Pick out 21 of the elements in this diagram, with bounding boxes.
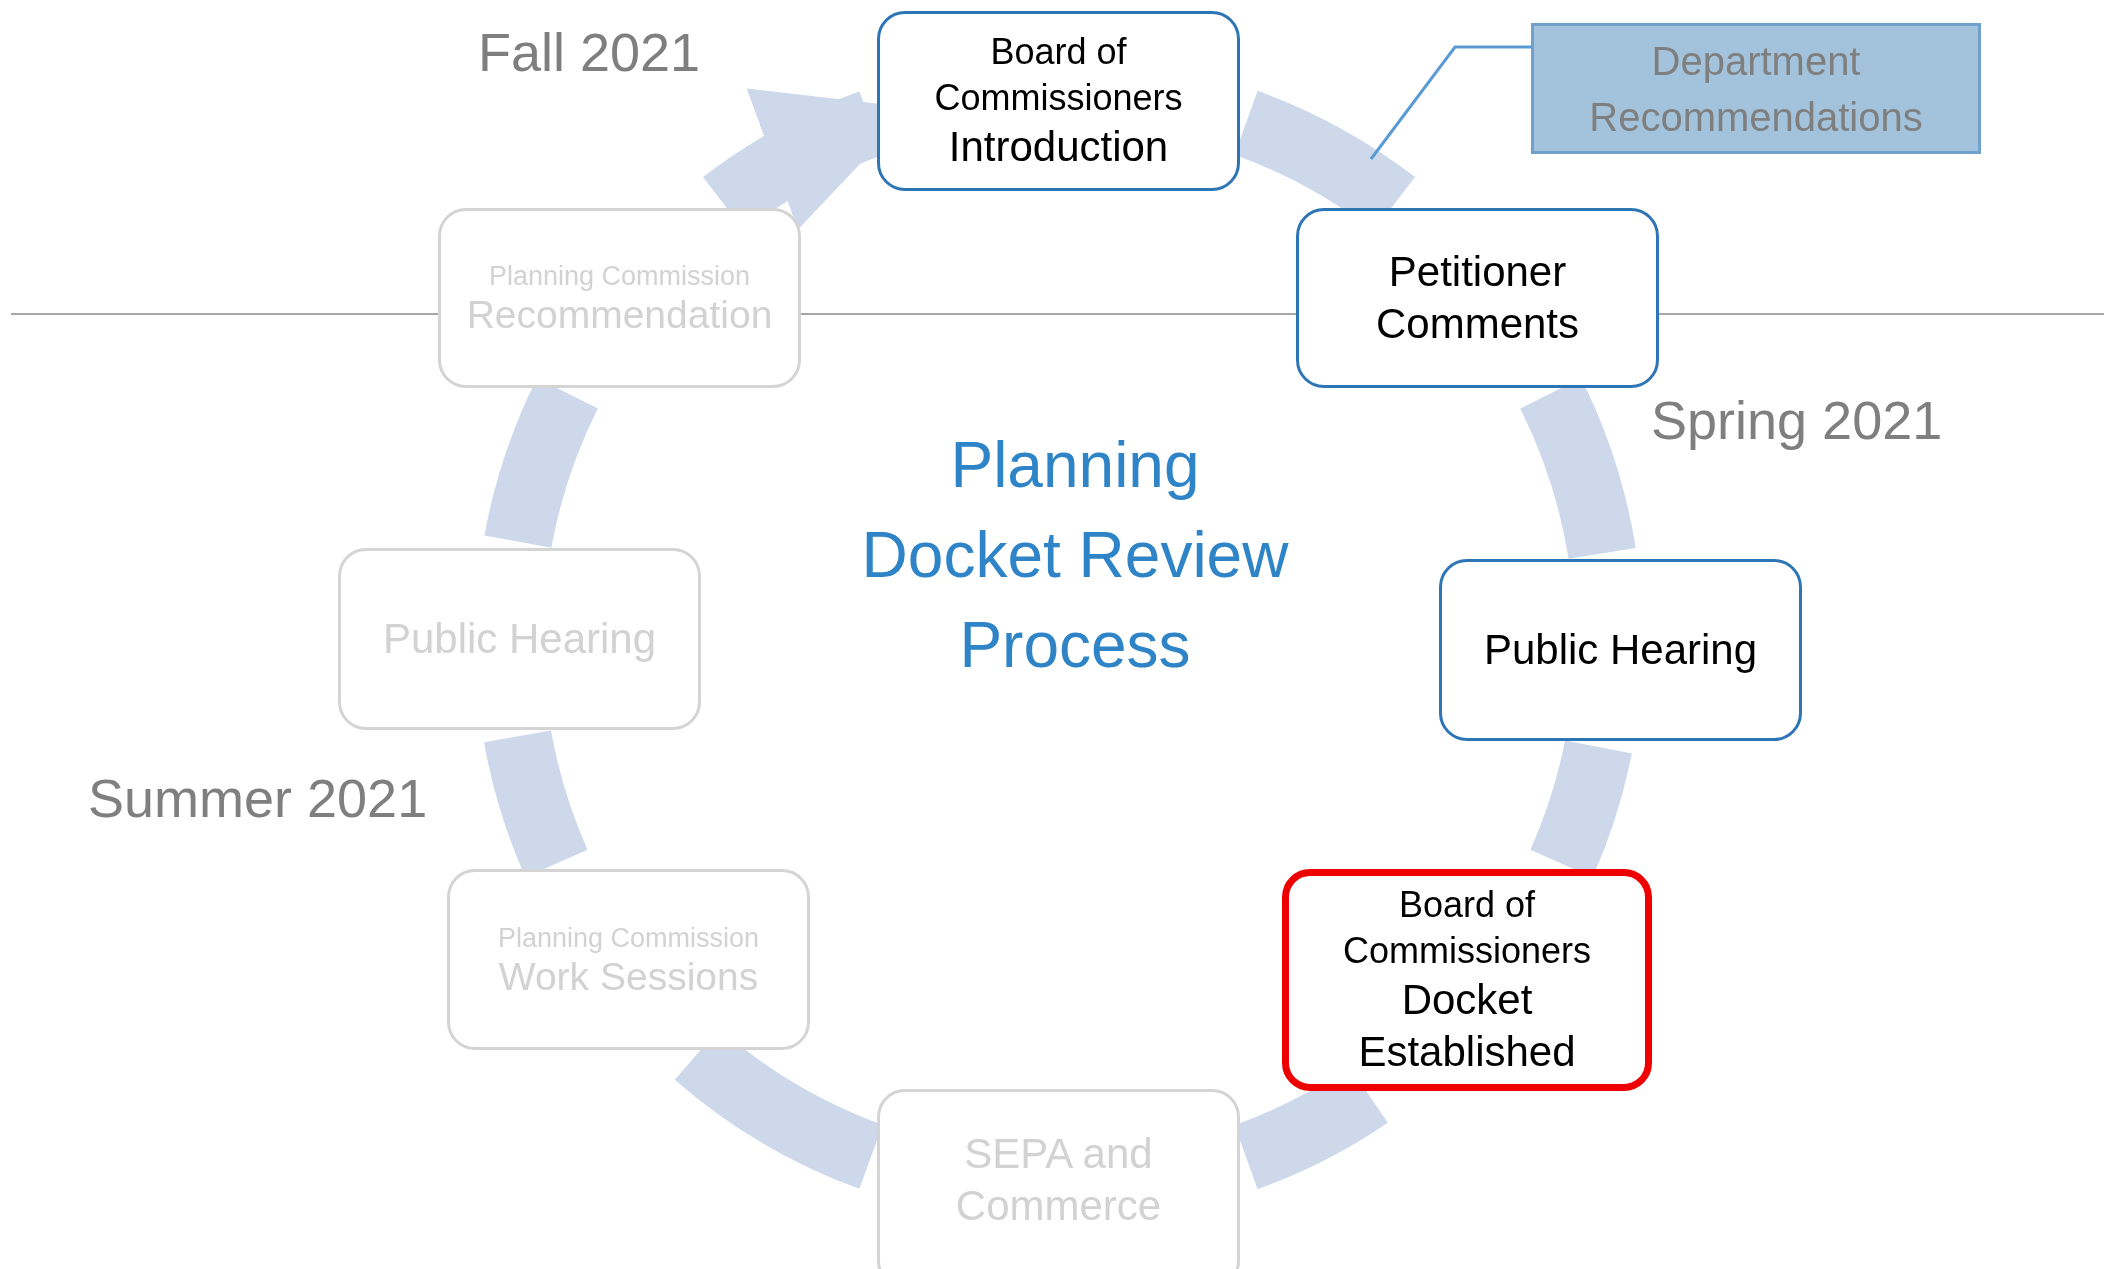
process-box [338, 548, 701, 730]
season-label: Spring 2021 [1651, 389, 1943, 452]
box-label: Petitioner Comments [1374, 247, 1581, 349]
process-box [1439, 559, 1802, 741]
process-box [447, 869, 810, 1050]
process-box [1296, 208, 1659, 388]
diagram-title: Planning Docket Review Process [860, 428, 1290, 683]
leader-line [1369, 45, 1531, 160]
season-label: Fall 2021 [478, 21, 701, 84]
box-label: Introduction [948, 122, 1169, 172]
box-subheading: Board of Commissioners [933, 30, 1184, 120]
box-label: Public Hearing [1483, 625, 1758, 675]
season-label: Summer 2021 [88, 767, 428, 830]
box-label: Department Recommendations [1588, 37, 1924, 141]
process-box [877, 1089, 1240, 1269]
process-box [438, 208, 801, 388]
process-box [877, 11, 1240, 191]
box-label: Docket Established [1357, 975, 1577, 1077]
process-box [1282, 869, 1652, 1091]
box-subheading: Board of Commissioners [1341, 883, 1592, 973]
note-box [1531, 23, 1981, 154]
